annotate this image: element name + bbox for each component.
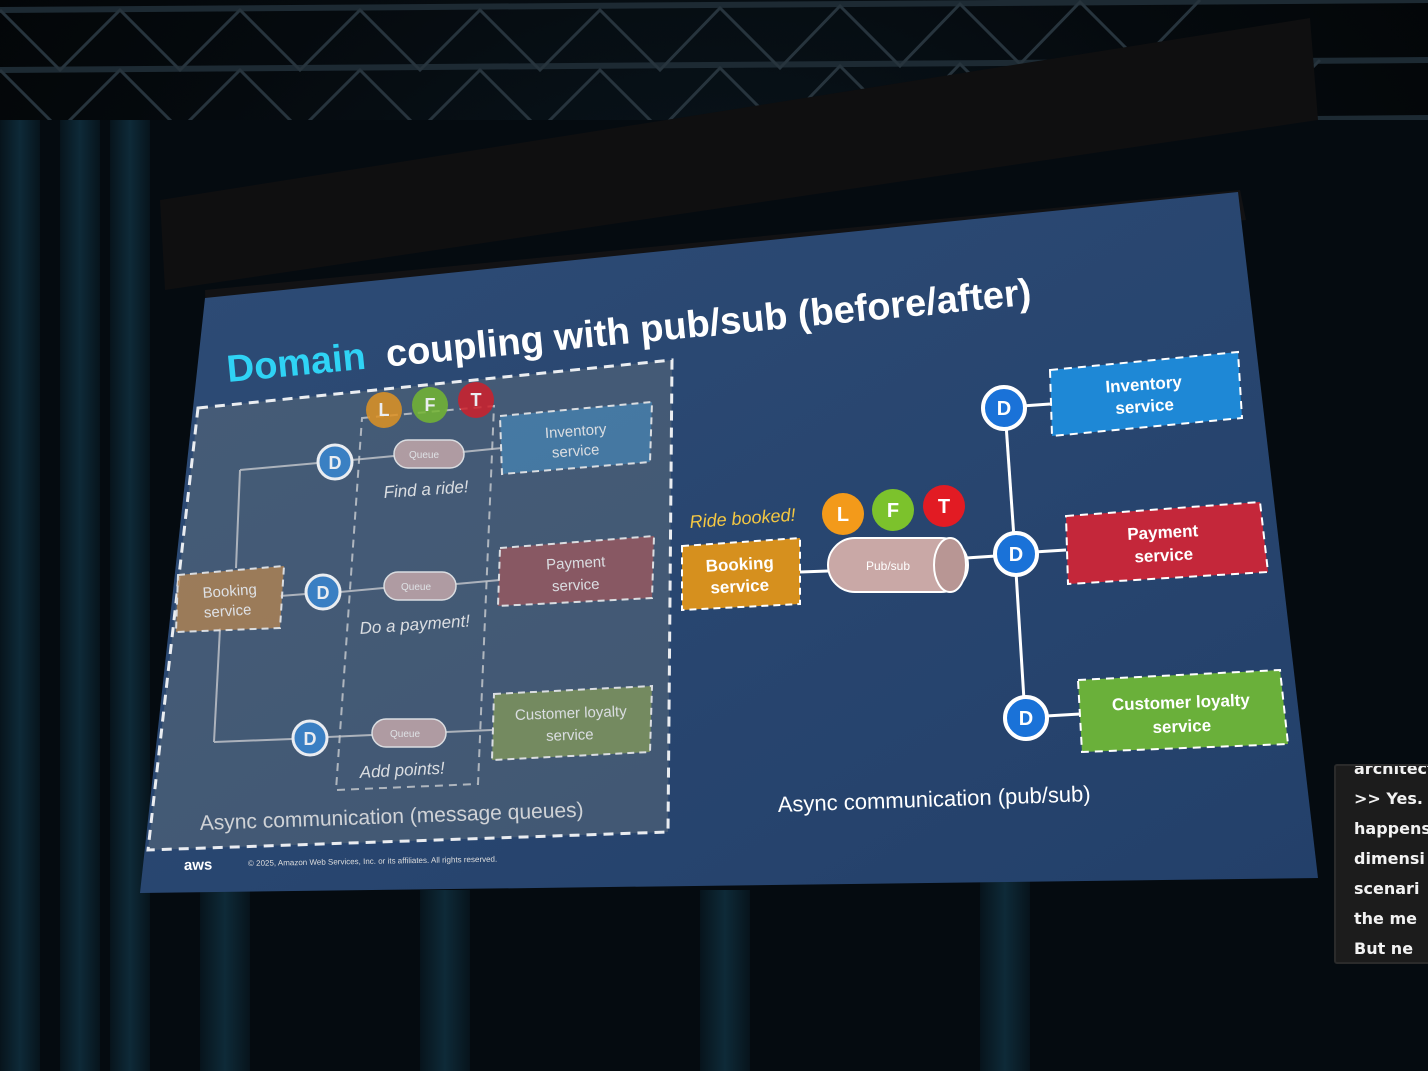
before-target-1-line-2: service	[551, 441, 600, 461]
queue-icon	[383, 571, 457, 601]
before-domain-marker-1: D	[329, 453, 342, 473]
before-queue-2: Queue	[401, 582, 431, 593]
badge-l-icon	[822, 493, 864, 535]
caption-line: >> Yes. S	[1354, 789, 1428, 808]
caption-line: dimensi	[1354, 849, 1425, 868]
pubsub-icon	[827, 537, 969, 593]
caption-line: architectu	[1354, 764, 1428, 778]
caption-line: happens	[1354, 819, 1428, 838]
caption-line: But ne	[1354, 939, 1414, 958]
after-booking-label-2: service	[710, 575, 770, 597]
after-target-3-line-1: Customer loyalty	[1112, 691, 1251, 715]
after-domain-node-icon	[1003, 695, 1049, 741]
before-domain-marker-2: D	[317, 583, 330, 603]
after-caption: Async communication (pub/sub)	[777, 781, 1091, 817]
before-target-2-line-1: Payment	[546, 553, 607, 573]
before-booking-label-2: service	[203, 601, 252, 621]
caption-line: scenari	[1354, 879, 1420, 898]
after-target-2-line-1: Payment	[1127, 521, 1199, 544]
title-text: coupling with pub/sub (before/after)	[384, 272, 1033, 376]
caption-monitor: architectu >> Yes. S happens dimensi sce…	[1334, 764, 1428, 964]
queue-icon	[393, 439, 465, 469]
title-highlight: Domain	[225, 336, 368, 391]
before-queue-1: Queue	[409, 450, 439, 461]
before-badge-l: L	[379, 400, 390, 420]
after-event: Ride booked!	[689, 505, 796, 532]
before-panel: L F T Booking service D D D	[146, 358, 674, 852]
after-badge-f: F	[887, 500, 899, 522]
caption-line: the me	[1354, 909, 1417, 928]
after-domain-marker-1: D	[997, 398, 1011, 420]
aws-logo: aws	[184, 857, 213, 874]
before-target-1-line-1: Inventory	[544, 421, 607, 442]
before-target-2-line-2: service	[552, 576, 600, 595]
before-booking-label-1: Booking	[202, 581, 257, 602]
after-domain-node-icon	[993, 531, 1039, 577]
badge-f-icon	[412, 387, 448, 423]
after-panel: Ride booked! Booking service L F T Pub/s…	[681, 350, 1290, 817]
after-badge-l: L	[837, 504, 849, 526]
after-target-1-line-2: service	[1115, 395, 1175, 418]
before-domain-node-icon	[304, 573, 342, 611]
after-domain-node-icon	[981, 385, 1027, 431]
before-target-3-line-1: Customer loyalty	[515, 703, 628, 724]
before-badge-f: F	[425, 395, 436, 415]
before-badge-t: T	[471, 390, 482, 410]
before-event-3: Add points!	[358, 759, 445, 782]
badge-t-icon	[923, 485, 965, 527]
after-domain-marker-2: D	[1009, 544, 1023, 566]
after-pubsub-label: Pub/sub	[866, 559, 910, 573]
badge-f-icon	[872, 489, 914, 531]
badge-t-icon	[458, 382, 494, 418]
before-target-3-line-2: service	[546, 726, 594, 745]
queue-icon	[371, 718, 447, 748]
after-badge-t: T	[938, 496, 950, 518]
before-domain-node-icon	[316, 443, 354, 481]
footer-copyright: © 2025, Amazon Web Services, Inc. or its…	[248, 855, 497, 868]
after-domain-marker-3: D	[1019, 708, 1033, 730]
before-queue-3: Queue	[390, 729, 420, 740]
before-domain-marker-3: D	[304, 729, 317, 749]
after-target-2-line-2: service	[1134, 544, 1194, 566]
after-booking-label-1: Booking	[705, 553, 774, 576]
badge-l-icon	[366, 392, 402, 428]
after-target-3-line-2: service	[1152, 716, 1211, 737]
before-domain-node-icon	[291, 719, 329, 757]
